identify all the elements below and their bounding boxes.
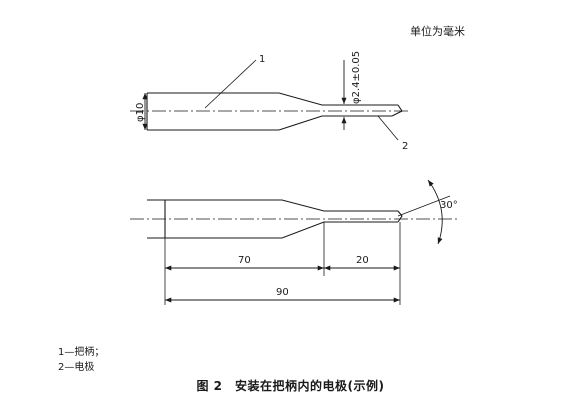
dimension-90-label: 90 [276,287,289,298]
top-view [130,59,410,141]
diameter-label: φ10 [135,103,146,122]
top-handle-outline [147,92,398,106]
bottom-handle-outline-lower [147,221,398,239]
top-handle-outline-lower [147,115,392,131]
bottom-handle-outline [147,199,398,212]
bottom-electrode-tip [397,210,403,223]
angle-label: 30° [440,200,458,211]
callout-2-label: 2 [402,141,408,152]
top-electrode-tip [391,104,403,117]
angle-arc [427,179,443,245]
legend-item-handle: 1—把柄； [58,347,105,358]
dimension-70-label: 70 [238,255,251,266]
callout-2-leader [377,115,399,141]
tip-diameter-label: φ2.4±0.05 [351,51,362,104]
callout-1-label: 1 [259,54,265,65]
dimension-20-label: 20 [356,255,369,266]
unit-note: 单位为毫米 [410,25,465,38]
legend-item-electrode: 2—电极 [58,362,95,373]
bottom-view [130,179,460,305]
figure-caption: 图 2 安装在把柄内的电极(示例) [196,379,385,393]
callout-1-leader [204,59,257,109]
